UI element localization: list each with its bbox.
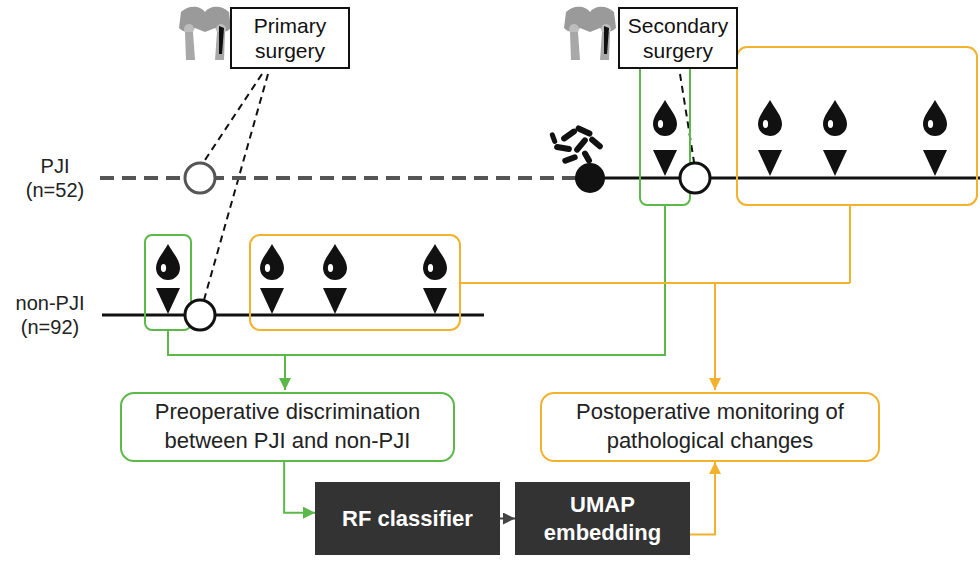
- method-box: RF classifier: [315, 482, 500, 555]
- infection-event: [575, 163, 605, 193]
- non-pji-timeline: [102, 314, 484, 317]
- blood-samples: [156, 100, 947, 314]
- hip-icon: [564, 7, 616, 60]
- surgery-event: [185, 163, 215, 193]
- bacteria-icon: [549, 124, 604, 164]
- pji-timeline: [588, 177, 980, 180]
- postop-sample-box: [250, 235, 460, 330]
- node-text: RF classifier: [342, 505, 473, 533]
- surgery-box: Secondary surgery: [618, 7, 738, 69]
- surgery-event: [185, 300, 215, 330]
- node-text: UMAP embedding: [525, 491, 680, 546]
- preop-flow-arrow: [284, 355, 286, 390]
- preop-flow-line: [168, 205, 665, 355]
- group-label: non-PJI (n=92): [10, 291, 90, 339]
- process-box: Preoperative discrimination between PJI …: [120, 392, 455, 462]
- postop-flow-line: [460, 205, 850, 283]
- flow-arrow: [284, 462, 315, 513]
- surgery-box: Primary surgery: [230, 7, 350, 69]
- node-text: Primary surgery: [240, 13, 340, 63]
- postop-sample-box: [737, 47, 977, 205]
- group-label: PJI (n=52): [15, 154, 95, 202]
- leader-lines: [203, 74, 694, 300]
- hip-icon: [179, 7, 231, 60]
- pji-timeline-dashed: [100, 176, 588, 180]
- node-text: Secondary surgery: [628, 13, 728, 63]
- flow-arrow: [690, 462, 715, 535]
- process-box: Postoperative monitoring of pathological…: [540, 392, 880, 462]
- surgery-event: [680, 163, 710, 193]
- method-box: UMAP embedding: [515, 482, 690, 555]
- node-text: Postoperative monitoring of pathological…: [552, 398, 868, 455]
- flow-arrow: [500, 518, 515, 520]
- node-text: Preoperative discrimination between PJI …: [132, 398, 443, 455]
- postop-flow-arrow: [714, 283, 716, 390]
